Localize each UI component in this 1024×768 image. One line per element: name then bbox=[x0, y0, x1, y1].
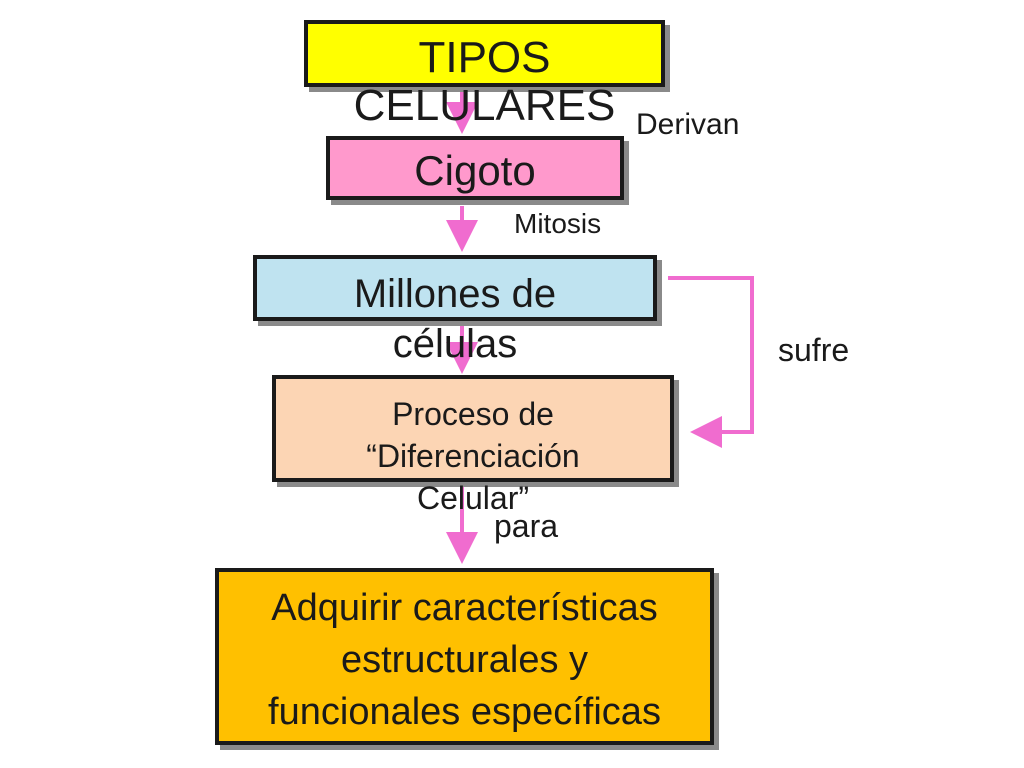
node-millones-text: Millones de células bbox=[257, 269, 653, 369]
node-adquirir-caracteristicas: Adquirir características estructurales y… bbox=[215, 568, 714, 745]
node-line: Adquirir características bbox=[271, 587, 658, 629]
node-cigoto: Cigoto bbox=[326, 136, 624, 200]
edge-label-derivan: Derivan bbox=[636, 108, 740, 141]
node-line: estructurales y bbox=[340, 639, 589, 681]
node-proceso-text: Proceso de “Diferenciación Celular” bbox=[276, 393, 670, 519]
node-line: Proceso de bbox=[392, 396, 554, 432]
node-line: CELULARES bbox=[353, 81, 616, 130]
edge-label-sufre: sufre bbox=[778, 332, 850, 368]
node-line: funcionales específicas bbox=[268, 691, 661, 733]
arrow-sufre bbox=[668, 276, 754, 448]
node-line: Millones de bbox=[353, 272, 557, 316]
node-tipos-celulares-text: TIPOS CELULARES bbox=[308, 34, 661, 130]
node-line: células bbox=[392, 322, 518, 366]
node-millones-de-celulas: Millones de células bbox=[253, 255, 657, 366]
node-line: “Diferenciación bbox=[366, 438, 580, 474]
node-cigoto-text: Cigoto bbox=[330, 148, 620, 194]
node-line: Celular” bbox=[416, 480, 530, 516]
edge-label-para: para bbox=[494, 508, 559, 544]
node-proceso-diferenciacion: Proceso de “Diferenciación Celular” bbox=[272, 375, 674, 516]
node-line: Cigoto bbox=[414, 147, 536, 194]
node-line: TIPOS bbox=[418, 33, 551, 82]
node-tipos-celulares: TIPOS CELULARES bbox=[304, 20, 665, 130]
node-adquirir-text: Adquirir características estructurales y… bbox=[219, 582, 710, 738]
edge-label-mitosis: Mitosis bbox=[514, 208, 602, 239]
